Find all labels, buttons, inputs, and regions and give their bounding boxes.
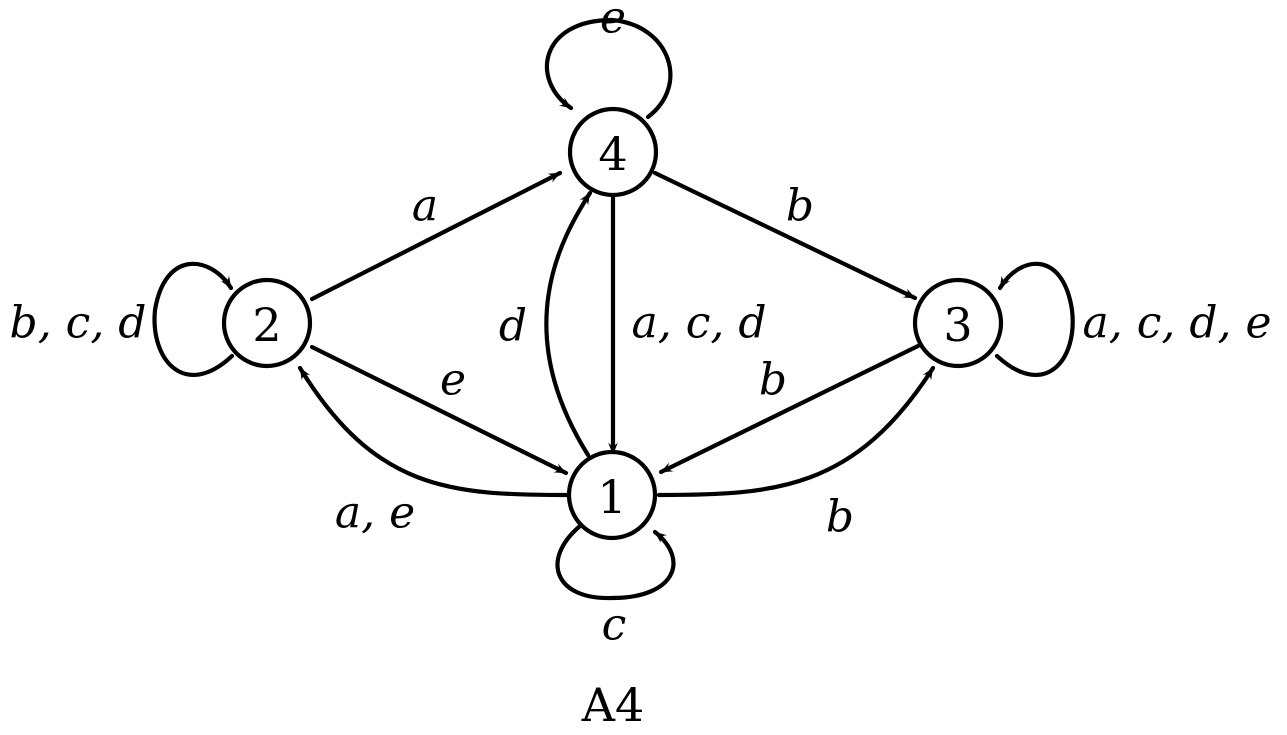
state-2-label: 2 <box>252 298 281 352</box>
edge-1-to-3 <box>656 365 936 498</box>
state-1: 1 <box>566 449 658 541</box>
label-edge-4-to-1: a, c, d <box>632 298 767 349</box>
state-1-label: 1 <box>597 470 626 524</box>
state-3-circle <box>912 277 1004 369</box>
label-edge-4-to-3: b <box>786 181 814 232</box>
label-edge-2-to-4: a <box>412 181 438 232</box>
label-edge-1-to-2: a, e <box>335 488 415 539</box>
edge-1-to-4 <box>544 190 593 458</box>
state-2-circle <box>221 277 313 369</box>
state-3: 3 <box>912 277 1004 369</box>
state-4: 4 <box>567 106 659 198</box>
edge-2-to-4 <box>309 170 563 302</box>
state-3-label: 3 <box>943 298 972 352</box>
edge-4-to-3 <box>652 170 918 301</box>
label-loop-1: c <box>602 600 627 651</box>
edge-2-to-1 <box>309 344 569 476</box>
loop-3 <box>994 261 1075 378</box>
state-4-label: 4 <box>598 127 627 181</box>
label-loop-3: a, c, d, e <box>1083 298 1272 349</box>
loop-2 <box>152 261 235 378</box>
edge-3-to-1 <box>658 343 921 475</box>
label-edge-2-to-1: e <box>440 355 466 406</box>
label-edge-1-to-4: d <box>499 301 527 352</box>
loop-1 <box>555 523 676 601</box>
loop-4 <box>544 17 673 120</box>
state-4-circle <box>567 106 659 198</box>
label-edge-3-to-1: b <box>759 355 787 406</box>
label-edge-1-to-3: b <box>826 492 854 543</box>
state-1-circle <box>566 449 658 541</box>
diagram-caption: A4 <box>581 678 645 732</box>
label-loop-2: b, c, d <box>10 298 147 349</box>
state-2: 2 <box>221 277 313 369</box>
label-loop-4: e <box>600 0 626 44</box>
edge-1-to-2 <box>297 365 570 498</box>
